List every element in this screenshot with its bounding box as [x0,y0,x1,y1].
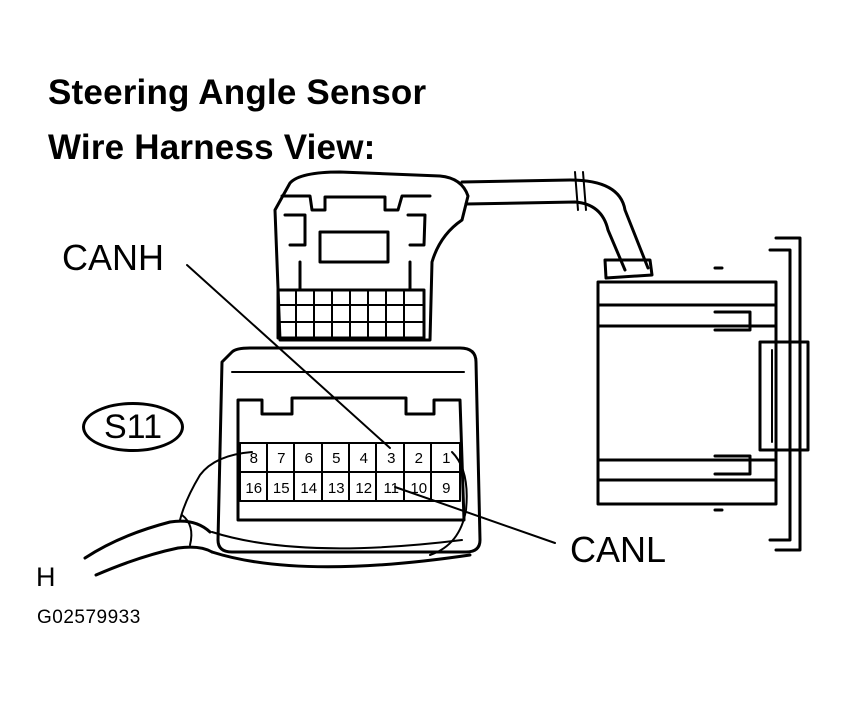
harness-mark: H [36,562,56,592]
pin-label-2: 2 [415,450,423,467]
mating-connector-body [273,170,470,342]
pin-label-9: 9 [442,480,450,497]
diagram-title-line2: Wire Harness View: [48,128,376,167]
pin-label-7: 7 [277,450,285,467]
pin-label-13: 13 [328,480,345,497]
side-connector-body [596,280,778,506]
pin-label-11: 11 [383,480,399,497]
s11-connector-housing [216,346,482,554]
leader-canh [186,264,391,449]
pin-label-10: 10 [410,480,427,497]
canh-label: CANH [62,237,165,278]
cable-upper [460,178,650,270]
pin-label-1: 1 [442,450,450,467]
pin-label-4: 4 [360,450,368,467]
pin-label-12: 12 [355,480,372,497]
pin-row-top: 8 7 6 5 4 3 2 1 [250,450,451,467]
diagram-title-line1: Steering Angle Sensor [48,73,427,112]
canl-label: CANL [570,529,667,570]
pin-label-15: 15 [273,480,290,497]
pin-label-8: 8 [250,450,258,467]
pin-label-6: 6 [305,450,313,467]
pin-label-14: 14 [300,480,317,497]
pin-label-5: 5 [332,450,340,467]
pin-label-16: 16 [245,480,262,497]
leader-canl [394,486,556,544]
connector-id-badge: S11 [82,402,184,452]
pin-row-bottom: 16 15 14 13 12 11 10 9 [245,480,450,497]
figure-code: G02579933 [37,607,141,628]
pin-label-3: 3 [387,450,395,467]
